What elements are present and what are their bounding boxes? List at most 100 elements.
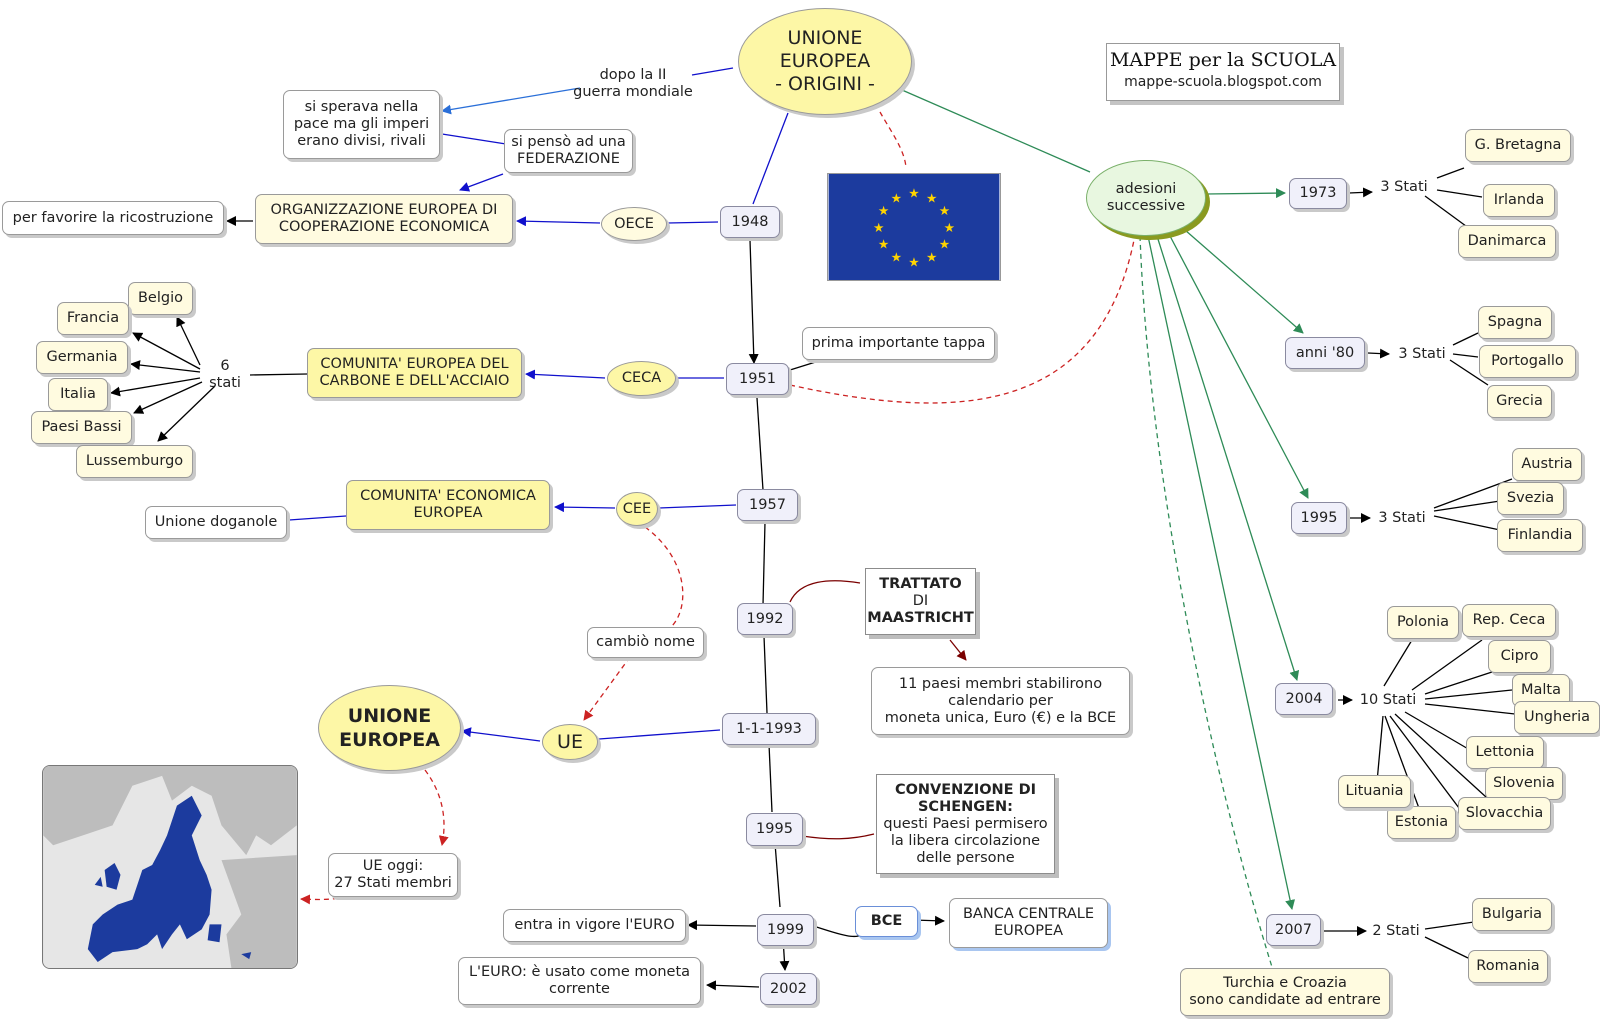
edge-6stati-lussemburgo bbox=[157, 385, 216, 442]
candidate-node: Turchia e Croazia sono candidate ad entr… bbox=[1180, 968, 1390, 1016]
edge-cambio-ue bbox=[583, 656, 631, 721]
europe-map-image bbox=[42, 765, 298, 969]
edge-1957-1992 bbox=[762, 521, 766, 606]
year-1957: 1957 bbox=[737, 489, 798, 521]
dopo-guerra-label: dopo la II guerra mondiale bbox=[573, 67, 693, 100]
adesione-2004: 2004 bbox=[1275, 683, 1333, 715]
spagna-node: Spagna bbox=[1478, 306, 1552, 339]
edge-s80-po bbox=[1452, 353, 1479, 358]
edge-1948-1951 bbox=[748, 239, 759, 364]
svg-text:★: ★ bbox=[891, 191, 902, 206]
slovenia-node: Slovenia bbox=[1485, 767, 1563, 800]
schengen-text: questi Paesi permisero la libera circola… bbox=[883, 815, 1048, 866]
edge-6stati-belgio bbox=[176, 316, 201, 366]
prima-tappa-node: prima importante tappa bbox=[802, 327, 995, 360]
brand-title: MAPPE per la SCUOLA bbox=[1109, 49, 1337, 71]
paesi-bassi-node: Paesi Bassi bbox=[31, 411, 132, 444]
romania-node: Romania bbox=[1468, 950, 1548, 983]
adesioni-node: adesioni successive bbox=[1086, 160, 1206, 236]
edge-comunita-6stati bbox=[249, 373, 308, 376]
year-1993: 1-1-1993 bbox=[722, 713, 816, 745]
edge-6stati-francia bbox=[132, 332, 201, 370]
trattato-line-2: DI bbox=[912, 593, 929, 609]
edge-ad-1995 bbox=[1169, 235, 1309, 499]
schengen-node: CONVENZIONE DI SCHENGEN: questi Paesi pe… bbox=[876, 774, 1055, 874]
edge-s2004-le bbox=[1404, 711, 1471, 751]
stati-2007: 2 Stati bbox=[1372, 922, 1420, 939]
edge-1951-prima bbox=[789, 359, 823, 371]
svg-text:★: ★ bbox=[939, 204, 950, 219]
edge-s1973-da bbox=[1424, 195, 1471, 230]
edge-federazione-org bbox=[459, 173, 504, 192]
trattato-line-1: TRATTATO bbox=[879, 576, 962, 592]
edge-s2007-ro bbox=[1424, 936, 1469, 959]
euro-moneta-node: L'EURO: è usato come moneta corrente bbox=[458, 957, 701, 1005]
edge-s2004-es bbox=[1384, 715, 1421, 812]
oece-node: OECE bbox=[601, 207, 667, 241]
edge-1973-s bbox=[1348, 187, 1373, 198]
portogallo-node: Portogallo bbox=[1479, 345, 1576, 378]
edge-6stati-italia bbox=[110, 377, 201, 397]
edge-trattato-paesi bbox=[949, 639, 967, 661]
edge-s80-sp bbox=[1452, 332, 1479, 346]
speranza-node: si sperava nella pace ma gli imperi eran… bbox=[283, 90, 440, 159]
polonia-node: Polonia bbox=[1387, 606, 1459, 639]
bce-node: BCE bbox=[855, 906, 918, 937]
adesione-1995: 1995 bbox=[1291, 502, 1347, 534]
schengen-title: CONVENZIONE DI SCHENGEN: bbox=[894, 781, 1037, 815]
edge-s2004-sl bbox=[1394, 713, 1487, 798]
paesi-membri-node: 11 paesi membri stabilirono calendario p… bbox=[871, 667, 1130, 735]
svezia-node: Svezia bbox=[1497, 482, 1564, 515]
austria-node: Austria bbox=[1512, 448, 1582, 481]
edge-ad-1973 bbox=[1205, 188, 1286, 199]
edge-s2004-sk bbox=[1389, 715, 1463, 813]
edge-s2004-rc bbox=[1411, 639, 1483, 691]
edge-2002-euromoneta bbox=[706, 980, 760, 991]
edge-6stati-germania bbox=[130, 360, 201, 373]
edge-ad-candidate bbox=[1139, 235, 1273, 968]
edge-bce-banca bbox=[912, 915, 945, 926]
brand-url: mappe-scuola.blogspot.com bbox=[1124, 74, 1322, 90]
trattato-line-3: MAASTRICHT bbox=[867, 610, 974, 626]
belgio-node: Belgio bbox=[128, 282, 193, 315]
edge-1999-euro bbox=[687, 920, 757, 931]
italia-node: Italia bbox=[48, 378, 108, 411]
edge-1957-cee bbox=[658, 504, 737, 509]
euro-vigore-node: entra in vigore l'EURO bbox=[503, 909, 686, 942]
ricostruzione-node: per favorire la ricostruzione bbox=[2, 201, 224, 235]
edge-s2007-bu bbox=[1424, 921, 1475, 930]
unione-doganale-node: Unione doganole bbox=[145, 506, 287, 539]
year-1951: 1951 bbox=[726, 363, 789, 395]
svg-text:★: ★ bbox=[939, 238, 950, 253]
francia-node: Francia bbox=[57, 302, 129, 335]
comunita-economica-node: COMUNITA' ECONOMICA EUROPEA bbox=[346, 480, 550, 530]
edge-s1973-gb bbox=[1436, 167, 1465, 179]
year-1948: 1948 bbox=[720, 206, 780, 238]
sei-stati-label: 6 stati bbox=[209, 358, 241, 391]
edge-cee-cambio bbox=[644, 526, 684, 629]
estonia-node: Estonia bbox=[1387, 806, 1456, 839]
stati-1973: 3 Stati bbox=[1380, 178, 1428, 195]
brand-box: MAPPE per la SCUOLA mappe-scuola.blogspo… bbox=[1106, 43, 1340, 101]
stati-1995: 3 Stati bbox=[1378, 509, 1426, 526]
lettonia-node: Lettonia bbox=[1466, 736, 1544, 769]
edge-unione-ueoggi bbox=[424, 769, 449, 846]
repceca-node: Rep. Ceca bbox=[1462, 604, 1556, 637]
edge-1993-ue bbox=[598, 729, 721, 740]
edge-title-dopo bbox=[691, 67, 734, 76]
grecia-node: Grecia bbox=[1487, 385, 1552, 418]
edge-dopo-speranza bbox=[441, 87, 581, 115]
edge-1951-adesioni bbox=[789, 234, 1136, 404]
svg-text:★: ★ bbox=[926, 191, 937, 206]
adesione-80: anni '80 bbox=[1285, 337, 1365, 369]
edge-1992-1993 bbox=[763, 635, 768, 714]
federazione-node: si pensò ad una FEDERAZIONE bbox=[504, 129, 633, 173]
edge-s2004-un bbox=[1424, 703, 1516, 715]
lituania-node: Lituania bbox=[1338, 775, 1411, 808]
banca-centrale-node: BANCA CENTRALE EUROPEA bbox=[949, 898, 1108, 948]
svg-text:★: ★ bbox=[878, 204, 889, 219]
edge-1995-schengen bbox=[801, 833, 875, 840]
bulgaria-node: Bulgaria bbox=[1472, 898, 1552, 931]
adesione-1973: 1973 bbox=[1289, 178, 1347, 209]
org-europea-node: ORGANIZZAZIONE EUROPEA DI COOPERAZIONE E… bbox=[255, 194, 513, 244]
